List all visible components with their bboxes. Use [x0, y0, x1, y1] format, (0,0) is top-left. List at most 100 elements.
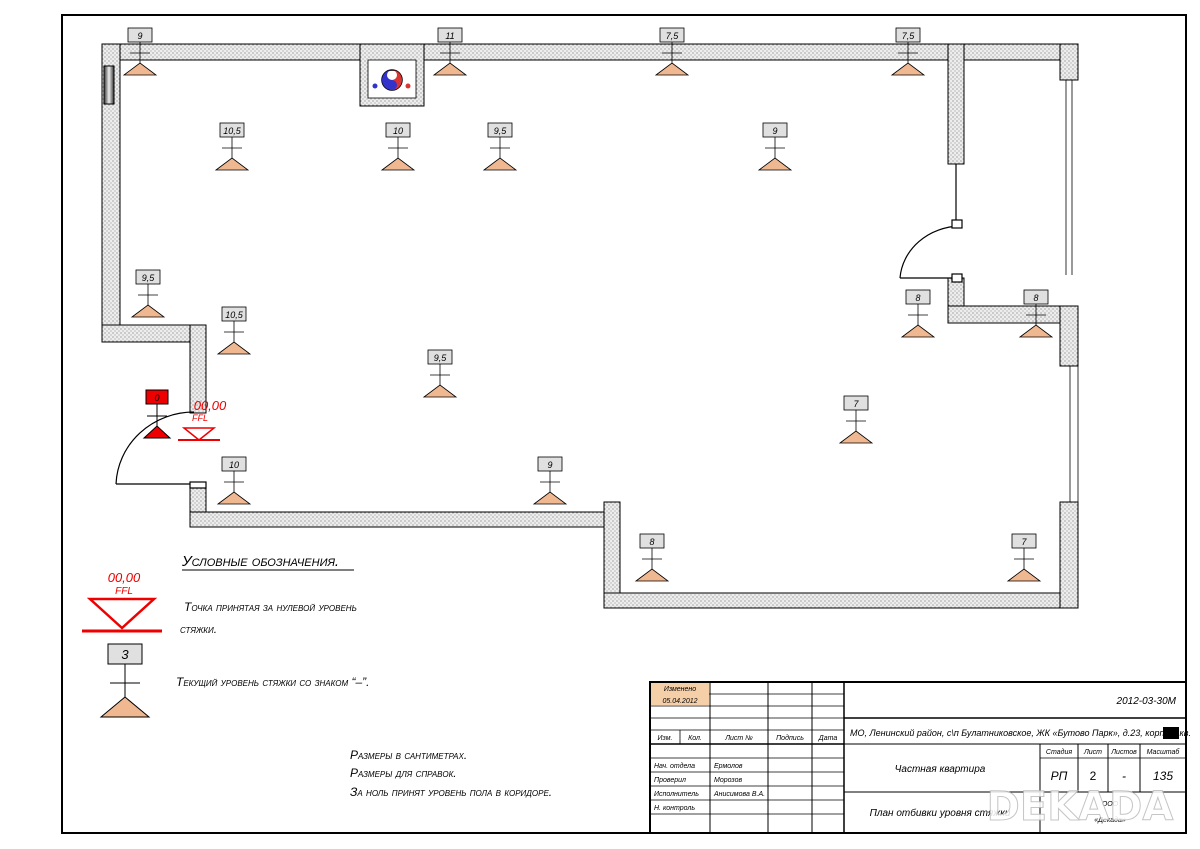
wall-bath-horizontal: [947, 305, 1079, 324]
ffl-mark: 00,00 FFL: [178, 398, 227, 441]
level-marker-value: 8: [915, 293, 920, 303]
ffl-mark-code: FFL: [192, 413, 208, 423]
wall-right-mid: [1059, 305, 1079, 367]
note-3: За ноль принят уровень пола в коридоре.: [350, 785, 552, 799]
level-marker: 9,5: [482, 122, 518, 171]
level-markers: 9 11 7,5 7,5 10,5 10 9,5 9 9,5 10,5 9,5 8 8 7 10 9 8 7: [122, 27, 1054, 582]
legend-title: Условные обозначения.: [181, 553, 339, 570]
level-marker: 8: [634, 533, 670, 582]
level-marker-triangle-icon: [838, 430, 874, 444]
object-name: Частная квартира: [895, 764, 986, 775]
level-marker-triangle-icon: [216, 341, 252, 355]
sheet-title: План отбивки уровня стяжки: [870, 807, 1011, 819]
level-marker-value: 10,5: [225, 310, 244, 320]
col-sheets: Листов: [1110, 749, 1137, 756]
legend-ffl-code: FFL: [115, 586, 133, 597]
level-marker: 9,5: [422, 349, 458, 398]
note-1: Размеры в сантиметрах.: [350, 748, 467, 762]
sheet-frame: [61, 14, 1187, 834]
level-marker-triangle-icon: [900, 324, 936, 338]
hdr-list: Лист №: [724, 735, 753, 742]
level-marker-value: 9,5: [434, 353, 448, 363]
wall-partition-top: [947, 43, 965, 165]
level-marker-value: 9,5: [142, 273, 156, 283]
walls: [101, 43, 1079, 609]
level-marker-triangle-icon: [654, 62, 690, 76]
level-marker-value: 10,5: [223, 126, 242, 136]
name-3: Анисимова В.А.: [713, 791, 765, 798]
level-marker: 10,5: [216, 306, 252, 355]
col-scale: Масштаб: [1147, 748, 1181, 756]
level-marker: 8: [1018, 289, 1054, 338]
legend-level-desc: Текущий уровень стяжки со знаком “–”.: [176, 675, 369, 689]
level-marker-value: 7,5: [666, 31, 680, 41]
doc-code: 2012-03-30М: [1116, 696, 1177, 707]
ffl-mark-value: 00,00: [194, 398, 227, 413]
wall-bottom-left: [189, 511, 621, 528]
title-block: [649, 681, 1187, 834]
name-1: Ермолов: [714, 763, 743, 770]
role-4: Н. контроль: [654, 805, 695, 812]
stage-value: РП: [1051, 769, 1068, 783]
watermark-logo: DEKADA: [987, 784, 1174, 830]
level-marker-triangle-icon: [757, 157, 793, 171]
level-marker-value: 9: [547, 460, 552, 470]
legend-ffl-desc-2: стяжки.: [180, 622, 217, 636]
level-marker: 10: [216, 456, 252, 505]
wall-step-down: [603, 501, 621, 609]
level-marker-value: 9: [772, 126, 777, 136]
level-marker-triangle-icon: [216, 491, 252, 505]
changed-date: 05.04.2012: [662, 698, 697, 705]
company-1: ООО: [1102, 801, 1119, 808]
level-marker-value: 10: [393, 126, 403, 136]
level-marker-value: 7,5: [902, 31, 916, 41]
zero-level-marker: 0: [142, 389, 172, 439]
level-marker-triangle-icon: [1018, 324, 1054, 338]
level-marker-value: 7: [853, 399, 859, 409]
wall-top: [101, 43, 1079, 61]
changed-label: Изменено: [664, 686, 696, 693]
zero-marker-value: 0: [154, 393, 159, 403]
col-stage: Стадия: [1046, 748, 1072, 756]
level-marker-triangle-icon: [482, 157, 518, 171]
level-marker: 11: [432, 27, 468, 76]
boiler-icon: [372, 69, 411, 91]
role-3: Исполнитель: [654, 791, 699, 798]
notes: Размеры в сантиметрах. Размеры для справ…: [350, 748, 552, 799]
level-marker-value: 10: [229, 460, 239, 470]
level-marker: 10: [380, 122, 416, 171]
note-2: Размеры для справок.: [350, 766, 457, 780]
level-marker: 7: [1006, 533, 1042, 582]
wall-left-mid: [189, 324, 207, 414]
hdr-kol: Кол.: [688, 735, 702, 742]
scale-value: 135: [1153, 769, 1173, 783]
wall-bottom-right: [603, 592, 1079, 609]
level-marker: 9,5: [130, 269, 166, 318]
doors: [115, 164, 963, 489]
level-marker-triangle-icon: [634, 568, 670, 582]
level-marker: 8: [900, 289, 936, 338]
sheets-value: -: [1122, 769, 1126, 783]
level-marker: 9: [122, 27, 158, 76]
legend: Условные обозначения. 00,00 FFL Точка пр…: [82, 553, 369, 718]
hdr-date: Дата: [818, 735, 838, 742]
level-marker-triangle-icon: [214, 157, 250, 171]
address: МО, Ленинский район, с\п Булатниковское,…: [850, 728, 1191, 738]
level-marker: 9: [532, 456, 568, 505]
name-2: Морозов: [714, 777, 743, 784]
level-marker-triangle-icon: [422, 384, 458, 398]
level-marker: 7: [838, 395, 874, 444]
level-marker-value: 8: [1033, 293, 1038, 303]
level-marker-triangle-icon: [532, 491, 568, 505]
level-marker-icon: [99, 696, 151, 718]
hdr-sign: Подпись: [776, 734, 804, 742]
legend-ffl-value: 00,00: [108, 570, 141, 585]
level-marker-value: 8: [649, 537, 654, 547]
company-2: «Декада»: [1094, 816, 1126, 824]
wall-right-lower: [1059, 501, 1079, 609]
windows: [1065, 80, 1079, 502]
level-marker-value: 7: [1021, 537, 1027, 547]
level-marker: 9: [757, 122, 793, 171]
level-marker-triangle-icon: [890, 62, 926, 76]
